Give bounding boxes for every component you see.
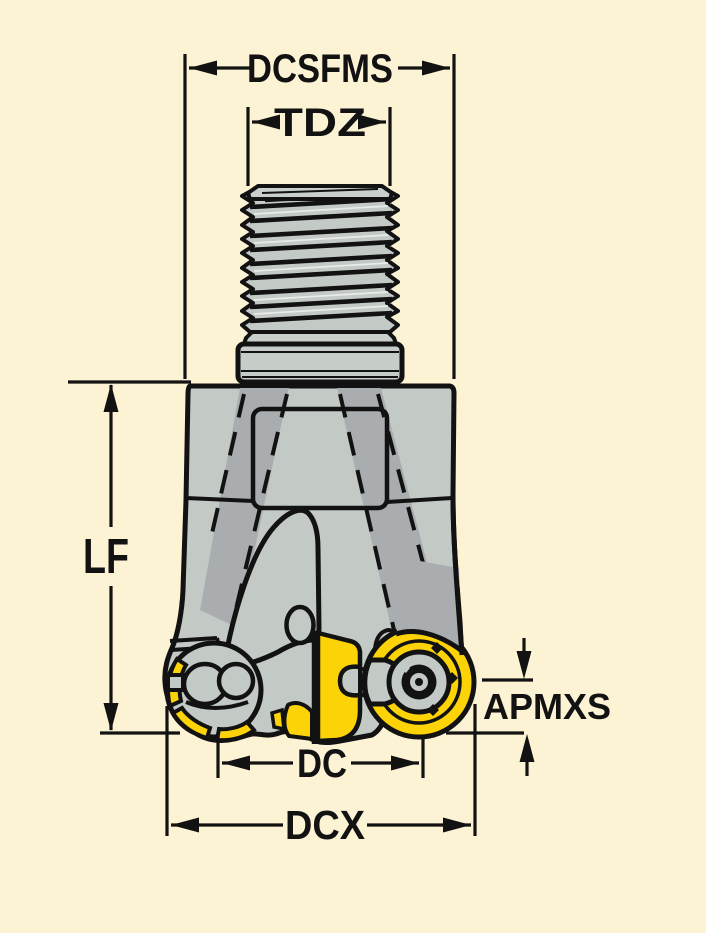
arrow-right bbox=[391, 755, 419, 771]
arrow-left bbox=[252, 114, 280, 130]
arrow-right bbox=[422, 60, 450, 76]
thread-cap-line bbox=[261, 188, 379, 194]
dimension-dc: DC bbox=[216, 733, 425, 786]
thread-shank bbox=[240, 184, 400, 334]
center-insert-sliver bbox=[270, 707, 286, 732]
dimension-apmxs: APMXS bbox=[446, 638, 611, 776]
body-right-edge bbox=[450, 494, 465, 656]
arrow-left bbox=[171, 817, 199, 833]
body-over-insert-edge bbox=[395, 629, 464, 654]
label-dc: DC bbox=[297, 742, 347, 786]
arrow-left bbox=[189, 60, 217, 76]
step-line-1 bbox=[169, 636, 218, 643]
left-seat-arc bbox=[185, 700, 249, 710]
label-apmxs: APMXS bbox=[483, 686, 611, 727]
arrow-up bbox=[519, 734, 535, 762]
thread-highlights bbox=[253, 205, 389, 315]
left-clamp-block bbox=[166, 673, 185, 692]
insert-corner-dots bbox=[427, 642, 458, 716]
center-insert-foot bbox=[282, 701, 314, 742]
left-insert bbox=[164, 640, 264, 743]
body-shelf-left bbox=[185, 496, 254, 503]
body-over-insert bbox=[392, 556, 461, 650]
center-insert bbox=[270, 627, 407, 744]
screw-notch-2 bbox=[429, 693, 438, 702]
insert-screw-dot bbox=[415, 678, 423, 686]
center-insert-yellow bbox=[315, 630, 363, 744]
collar-body bbox=[235, 341, 405, 385]
arrow-down bbox=[516, 651, 532, 679]
label-dcx: DCX bbox=[285, 802, 365, 848]
dimension-tdz: TDZ bbox=[246, 101, 392, 186]
label-lf: LF bbox=[83, 530, 129, 584]
label-tdz: TDZ bbox=[274, 101, 366, 145]
right-round-insert bbox=[361, 494, 477, 740]
collar bbox=[235, 330, 405, 385]
body-recess-window bbox=[250, 406, 390, 511]
arrow-left bbox=[222, 755, 250, 771]
arrow-up bbox=[103, 384, 119, 412]
screw-notch-1 bbox=[401, 664, 410, 673]
dimension-dcsfms: DCSFMS bbox=[183, 47, 456, 379]
body-shelf-right bbox=[386, 496, 453, 504]
arrow-down bbox=[103, 703, 119, 731]
flute-band-left bbox=[200, 388, 289, 628]
screw-hole bbox=[284, 604, 316, 646]
left-clamp-screw bbox=[216, 661, 256, 701]
arrow-right bbox=[358, 114, 386, 130]
dimension-lf: LF bbox=[68, 380, 191, 735]
label-dcsfms: DCSFMS bbox=[247, 47, 393, 91]
dimension-dcx: DCX bbox=[165, 704, 477, 848]
arrow-right bbox=[443, 817, 471, 833]
